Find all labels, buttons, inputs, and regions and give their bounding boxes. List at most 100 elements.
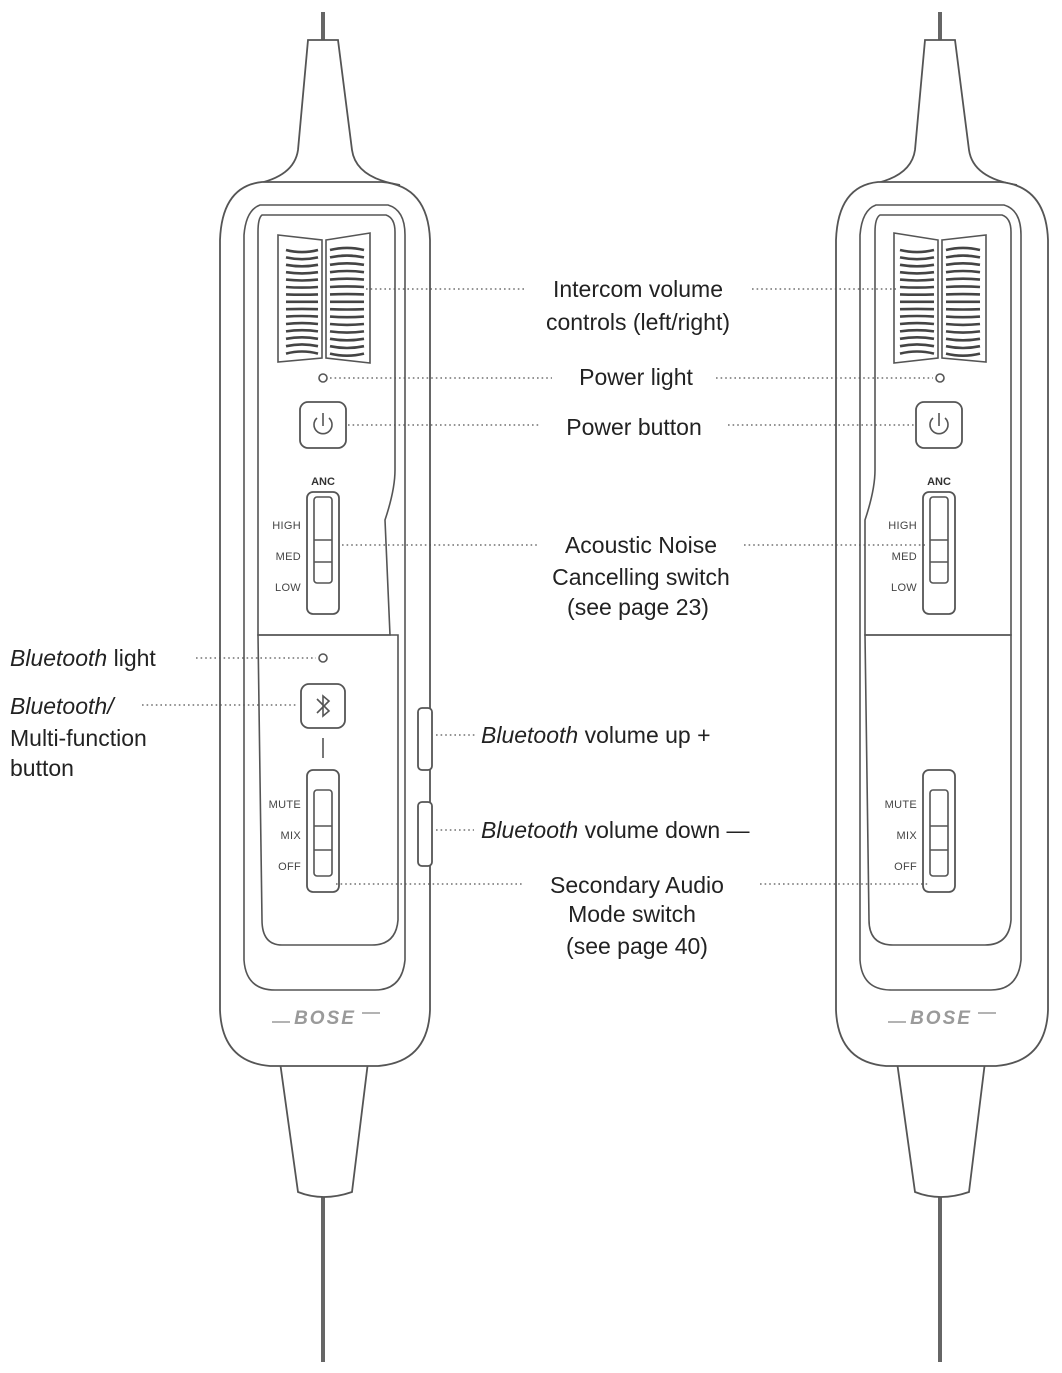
left-bottom-strain-relief xyxy=(278,1061,370,1198)
wheel-rib xyxy=(329,322,365,327)
label-power-button: Power button xyxy=(566,414,702,440)
left-anc-switch[interactable] xyxy=(306,491,340,615)
left-mode-mute: MUTE xyxy=(269,799,301,811)
wheel-rib xyxy=(945,352,981,357)
left-anc-heading: ANC xyxy=(311,476,335,488)
label-mode-line1: Secondary Audio xyxy=(550,872,724,898)
right-mode-slider xyxy=(929,789,949,877)
wheel-rib xyxy=(945,330,981,334)
left-intercom-wheels[interactable] xyxy=(277,232,371,364)
left-volume-down-button[interactable] xyxy=(417,801,433,867)
leader-lines xyxy=(142,288,933,885)
left-housing xyxy=(219,181,431,1067)
left-top-strain-relief xyxy=(249,39,401,186)
left-control-module: ANC HIGH MED LOW MUTE MIX OFF BOSE xyxy=(219,12,433,1362)
wheel-rib xyxy=(945,337,981,342)
wheel-rib xyxy=(899,321,935,326)
wheel-rib xyxy=(329,315,365,319)
left-anc-high: HIGH xyxy=(272,520,301,532)
left-mode-off: OFF xyxy=(278,861,301,873)
bluetooth-icon xyxy=(316,694,331,718)
wheel-rib xyxy=(945,254,981,259)
wheel-rib xyxy=(329,254,365,259)
right-mode-mix: MIX xyxy=(897,830,918,842)
wheel-rib xyxy=(329,246,365,252)
wheel-rib xyxy=(899,248,935,254)
wheel-rib xyxy=(899,270,935,275)
left-wheel-grip-right xyxy=(329,246,365,357)
wheel-rib xyxy=(285,256,319,261)
right-anc-heading: ANC xyxy=(927,476,951,488)
right-anc-switch[interactable] xyxy=(922,491,956,615)
wheel-rib xyxy=(285,321,319,326)
right-housing xyxy=(835,181,1049,1067)
wheel-rib xyxy=(899,263,935,268)
left-anc-low: LOW xyxy=(275,582,301,594)
label-anc-line3: (see page 23) xyxy=(567,594,709,620)
label-volume-down: Bluetooth volume down — xyxy=(481,817,750,843)
wheel-rib xyxy=(945,246,981,252)
right-bezel xyxy=(859,204,1022,991)
right-anc-low: LOW xyxy=(891,582,917,594)
label-bluetooth-light: Bluetooth light xyxy=(10,645,156,671)
wheel-rib xyxy=(945,315,981,319)
wheel-rib xyxy=(329,337,365,342)
label-bt-button-line1: Bluetooth/ xyxy=(10,693,116,719)
right-lower-face xyxy=(864,634,1012,946)
wheel-rib xyxy=(329,330,365,334)
label-mode-line3: (see page 40) xyxy=(566,933,708,959)
wheel-rib xyxy=(285,248,319,254)
right-bose-logo: BOSE xyxy=(910,1008,972,1029)
wheel-rib xyxy=(329,269,365,274)
left-intercom-wheel-left[interactable] xyxy=(277,234,323,363)
wheel-rib xyxy=(899,343,935,348)
wheel-rib xyxy=(945,322,981,327)
label-intercom-line2: controls (left/right) xyxy=(546,309,730,335)
right-mode-mute: MUTE xyxy=(885,799,917,811)
left-power-light xyxy=(318,373,328,383)
left-intercom-wheel-right[interactable] xyxy=(325,232,371,364)
wheel-rib xyxy=(285,263,319,268)
left-mode-mix: MIX xyxy=(281,830,302,842)
right-intercom-wheel-left[interactable] xyxy=(893,232,939,364)
left-bose-logo: BOSE xyxy=(294,1008,356,1029)
wheel-rib xyxy=(285,285,319,289)
right-intercom-wheels[interactable] xyxy=(893,232,987,364)
wheel-rib xyxy=(285,343,319,348)
wheel-rib xyxy=(945,277,981,281)
right-bottom-strain-relief xyxy=(895,1061,987,1198)
right-power-light xyxy=(935,373,945,383)
right-anc-med: MED xyxy=(892,551,917,563)
label-anc-line2: Cancelling switch xyxy=(552,564,730,590)
wheel-rib xyxy=(899,256,935,261)
label-power-light: Power light xyxy=(579,364,693,390)
wheel-rib xyxy=(329,352,365,357)
wheel-rib xyxy=(899,285,935,289)
wheel-rib xyxy=(945,285,981,289)
left-volume-up-button[interactable] xyxy=(417,707,433,771)
wheel-rib xyxy=(329,285,365,289)
right-mode-off: OFF xyxy=(894,861,917,873)
left-upper-face xyxy=(257,214,396,636)
wheel-rib xyxy=(899,328,935,333)
right-intercom-wheel-right[interactable] xyxy=(941,234,987,363)
wheel-rib xyxy=(285,350,319,355)
wheel-rib xyxy=(945,344,981,350)
wheel-rib xyxy=(285,328,319,333)
label-bt-button-line3: button xyxy=(10,755,74,781)
wheel-rib xyxy=(899,336,935,341)
wheel-rib xyxy=(329,344,365,350)
right-mode-switch[interactable] xyxy=(922,769,956,893)
label-intercom-line1: Intercom volume xyxy=(553,276,723,302)
wheel-rib xyxy=(945,262,981,267)
left-mode-switch[interactable] xyxy=(306,769,340,893)
power-icon xyxy=(929,413,949,435)
right-top-strain-relief xyxy=(866,39,1018,186)
left-wheel-grip-left xyxy=(285,248,319,355)
label-volume-up: Bluetooth volume up + xyxy=(481,722,711,748)
left-anc-med: MED xyxy=(276,551,301,563)
right-control-module: ANC HIGH MED LOW MUTE MIX OFF BOSE xyxy=(835,12,1049,1362)
left-mode-slider xyxy=(313,789,333,877)
